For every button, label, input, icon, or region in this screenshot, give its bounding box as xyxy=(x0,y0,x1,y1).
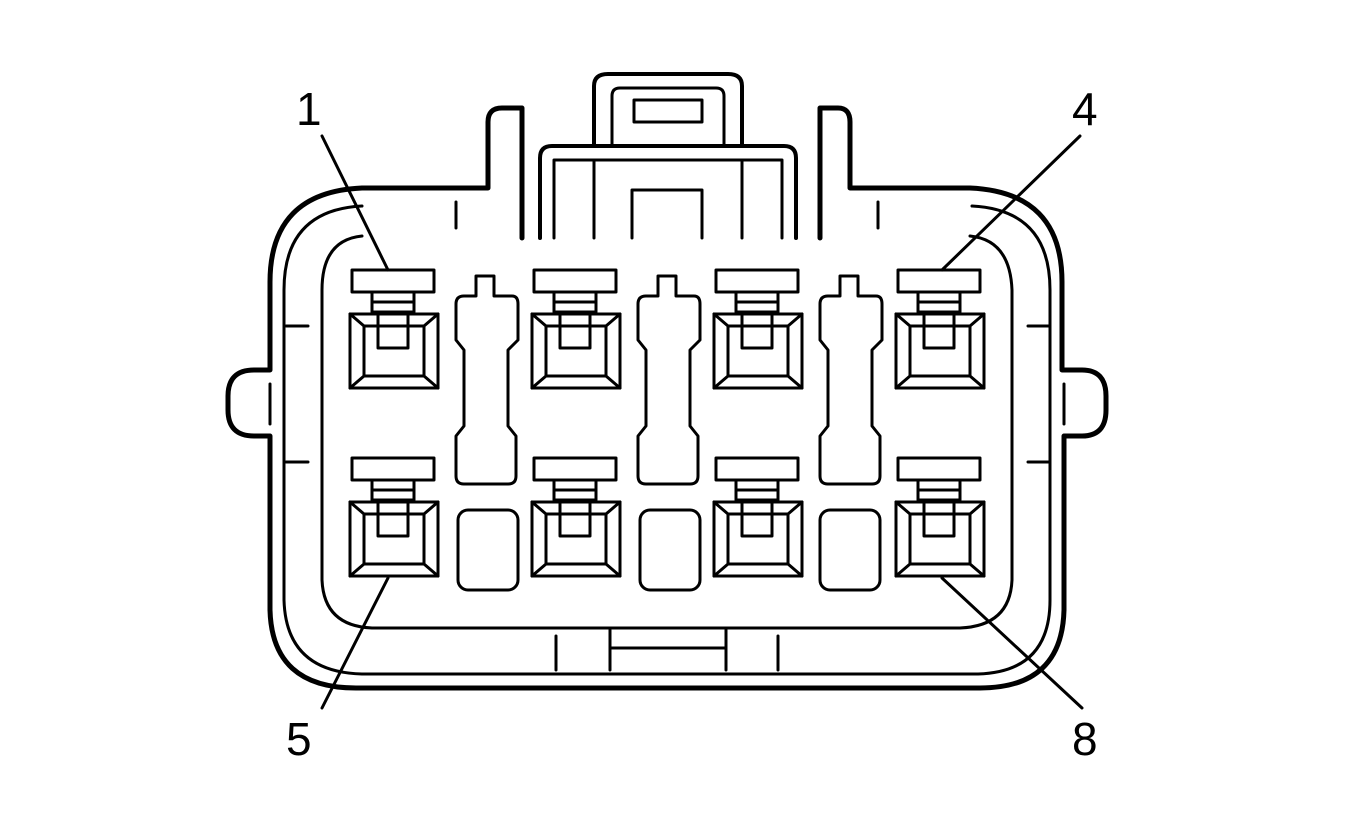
bottom-keyway xyxy=(608,628,728,672)
terminal-cavity xyxy=(894,268,986,390)
latch-slot xyxy=(630,188,704,240)
separator-rib xyxy=(636,274,702,486)
separator-block xyxy=(638,508,702,592)
cavity-separators xyxy=(454,274,884,592)
cavity-bevel xyxy=(348,312,440,390)
cavity-terminal xyxy=(376,310,410,350)
leader-lines xyxy=(320,134,1084,710)
separator-block xyxy=(456,508,520,592)
terminal-cavity xyxy=(894,456,986,578)
terminal-cavity xyxy=(348,268,440,390)
latch-inner xyxy=(610,86,726,148)
terminal-cavity xyxy=(530,268,622,390)
locking-latch xyxy=(538,72,798,240)
leader-line-pin-4 xyxy=(940,134,1082,272)
housing-inner-seal xyxy=(320,234,1014,630)
pin-label-1: 1 xyxy=(296,83,322,135)
housing-outer-outline xyxy=(225,105,1109,691)
terminal-cavity xyxy=(530,456,622,578)
latch-window xyxy=(632,98,704,124)
latch-body xyxy=(538,144,798,240)
pin-label-8: 8 xyxy=(1072,713,1098,765)
separator-rib xyxy=(818,274,884,486)
leader-line-pin-8 xyxy=(940,576,1084,710)
latch-outer xyxy=(592,72,744,148)
connector-housing xyxy=(225,105,1109,691)
pin-label-5: 5 xyxy=(286,713,312,765)
pin-label-4: 4 xyxy=(1072,83,1098,135)
housing-inner-shell xyxy=(282,204,1052,676)
leader-line-pin-1 xyxy=(320,134,390,272)
terminal-cavity xyxy=(712,456,804,578)
separator-rib xyxy=(454,274,520,486)
terminal-cavity xyxy=(348,456,440,578)
cavity-latch-top xyxy=(350,268,436,294)
separator-block xyxy=(818,508,882,592)
cavity-opening xyxy=(348,312,440,390)
latch-body-inner xyxy=(552,158,784,240)
terminal-cavity xyxy=(712,268,804,390)
leader-line-pin-5 xyxy=(320,576,390,710)
bottom-row-cavities xyxy=(348,456,986,578)
top-row-cavities xyxy=(348,268,986,390)
